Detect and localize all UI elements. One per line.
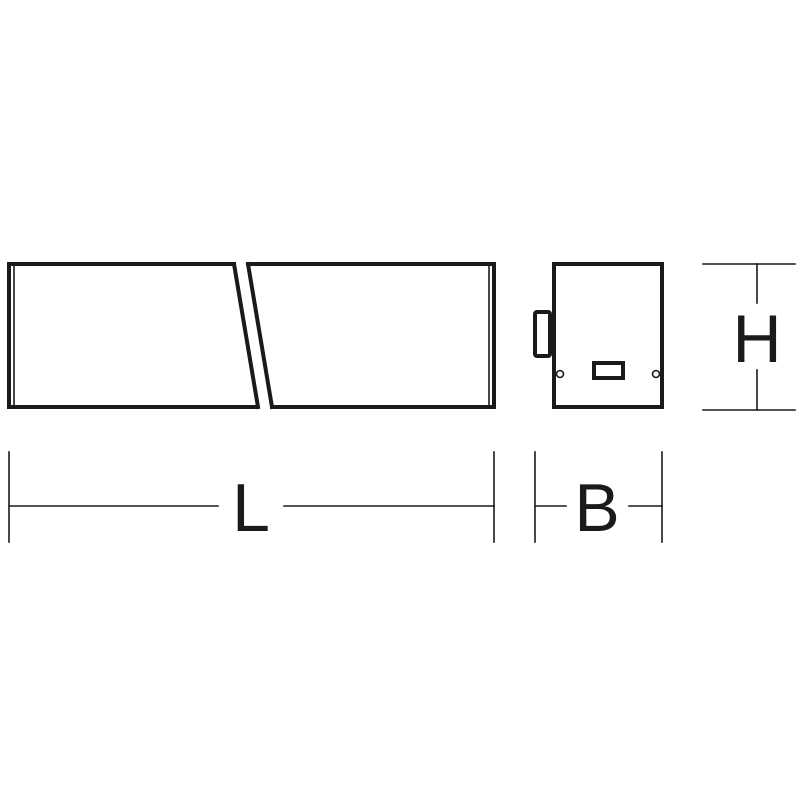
- side-view-slot: [592, 361, 625, 380]
- side-view-clip: [533, 310, 552, 358]
- break-line-right: [245, 261, 275, 410]
- dimension-height: H: [702, 263, 796, 411]
- dim-b-label: B: [574, 470, 619, 546]
- dim-l-label: L: [232, 470, 270, 546]
- dimension-width: B: [534, 451, 663, 546]
- front-view-right-section: [246, 262, 496, 409]
- side-view-screw-right: [651, 369, 661, 379]
- dim-h-label: H: [732, 301, 781, 377]
- front-view: [7, 261, 496, 410]
- front-view-left-section: [7, 262, 259, 409]
- side-view-body: [552, 262, 664, 409]
- side-view: [533, 262, 664, 409]
- break-line-left: [231, 261, 261, 410]
- side-view-screw-left: [555, 369, 565, 379]
- dimension-length: L: [8, 451, 495, 546]
